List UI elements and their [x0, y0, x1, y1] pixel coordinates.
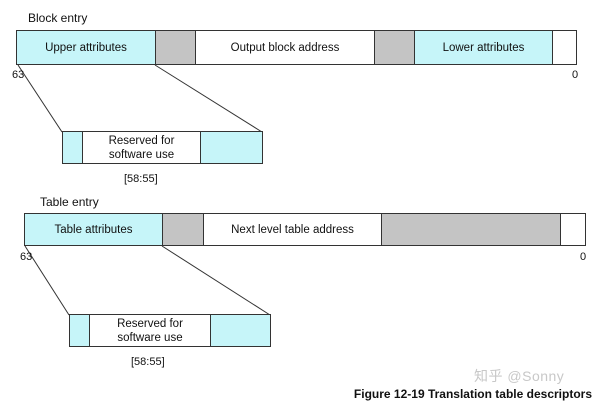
block-detail-right-cell	[200, 131, 263, 164]
table-bit-63: 63	[20, 251, 33, 263]
next-level-table-address-field: Next level table address	[203, 213, 382, 246]
reserved-field	[162, 213, 204, 246]
reserved-field	[381, 213, 561, 246]
table-expansion-line-left	[24, 245, 70, 316]
table-expansion-line-right	[161, 245, 271, 316]
lower-attributes-field: Lower attributes	[414, 30, 553, 65]
upper-attributes-field: Upper attributes	[16, 30, 156, 65]
block-bit-63: 63	[12, 69, 25, 81]
block-low-bits-field	[552, 30, 577, 65]
table-detail-left-cell	[69, 314, 90, 347]
reserved-field	[155, 30, 196, 65]
table-reserved-for-software: Reserved for software use	[89, 314, 211, 347]
block-expansion-line-left	[17, 64, 63, 133]
block-entry-title: Block entry	[28, 11, 88, 25]
block-detail-left-cell	[62, 131, 83, 164]
block-bit-0: 0	[572, 69, 579, 81]
figure-caption: Figure 12-19 Translation table descripto…	[353, 387, 592, 401]
table-detail-bit-range: [58:55]	[131, 356, 165, 368]
watermark: 知乎 @Sonny	[474, 368, 565, 384]
table-bit-0: 0	[580, 251, 587, 263]
table-low-bits-field	[560, 213, 586, 246]
table-detail-right-cell	[210, 314, 271, 347]
block-detail-bit-range: [58:55]	[124, 173, 158, 185]
reserved-field	[374, 30, 415, 65]
block-reserved-for-software: Reserved for software use	[82, 131, 201, 164]
block-expansion-line-right	[154, 64, 263, 133]
table-attributes-field: Table attributes	[24, 213, 163, 246]
table-entry-title: Table entry	[40, 195, 99, 209]
output-block-address-field: Output block address	[195, 30, 375, 65]
